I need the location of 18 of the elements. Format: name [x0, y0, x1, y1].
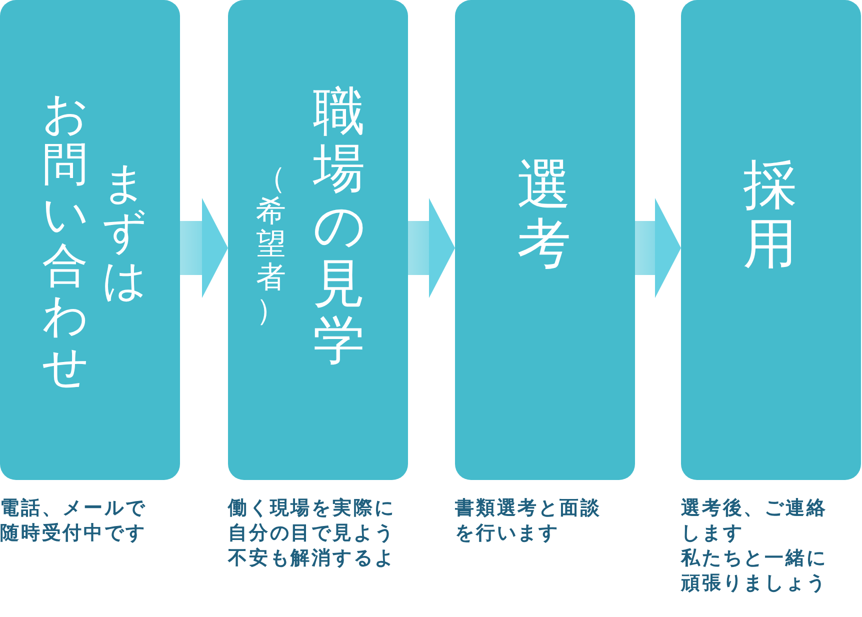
step-title: 採用	[743, 155, 797, 274]
step-description: 書類選考と面談を行います	[455, 496, 602, 546]
step-title: 職場の見学	[313, 84, 365, 370]
flow-arrow	[180, 198, 228, 298]
step-title: お問い合わせ	[42, 88, 88, 392]
step-box	[681, 0, 861, 480]
step-title: 選考	[517, 155, 571, 274]
step-description: 選考後、ご連絡します	[681, 496, 828, 546]
step-description: 私たちと一緒に頑張りましょう	[681, 546, 828, 596]
step-title: まずは	[102, 160, 146, 306]
step-box	[228, 0, 408, 480]
step-box	[455, 0, 635, 480]
flow-arrow	[408, 198, 455, 298]
flow-arrow	[635, 198, 681, 298]
step-description: 電話、メールで随時受付中です	[0, 496, 148, 546]
step-box	[0, 0, 180, 480]
step-description: 働く現場を実際に自分の目で見よう不安も解消するよ	[228, 496, 396, 572]
step-title: （希望者）	[256, 162, 286, 327]
